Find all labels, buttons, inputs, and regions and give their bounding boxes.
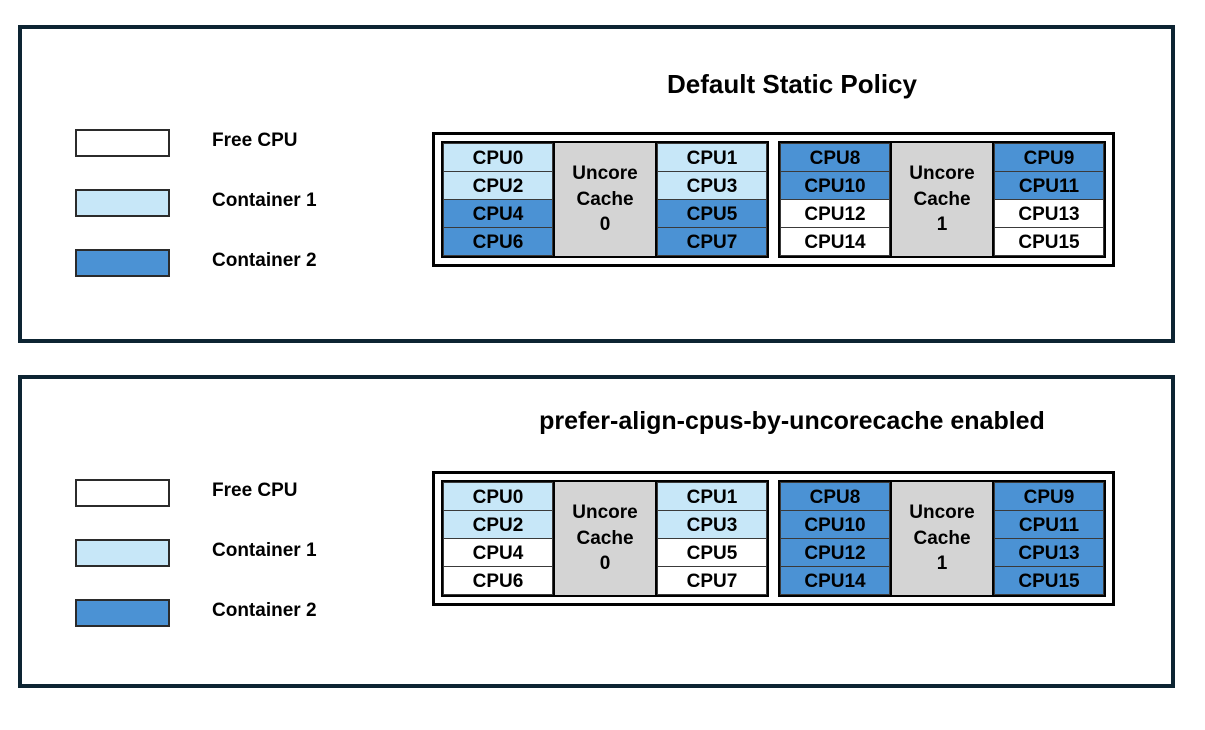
socket-uncore-cache-0: CPU0 CPU2 CPU4 CPU6 Uncore Cache 0 CPU1 … (441, 141, 769, 258)
cpu-cell: CPU0 (443, 143, 553, 172)
uncore-cache-line-2: Cache (913, 527, 971, 549)
legend-label-container-1: Container 1 (212, 190, 317, 211)
legend-swatch-free-cpu (75, 479, 170, 507)
cpu-cell: CPU8 (780, 143, 890, 172)
cpu-cell: CPU3 (657, 510, 767, 539)
uncore-cache-id: 1 (936, 553, 948, 575)
cpu-column-right: CPU1 CPU3 CPU5 CPU7 (657, 482, 767, 595)
cpu-cell: CPU9 (994, 482, 1104, 511)
cpu-cell: CPU13 (994, 538, 1104, 567)
uncore-cache-id: 0 (599, 553, 611, 575)
cpu-cell: CPU11 (994, 510, 1104, 539)
cpu-cell: CPU1 (657, 482, 767, 511)
cpu-cell: CPU7 (657, 566, 767, 595)
page-title: Default Static Policy (667, 69, 917, 99)
diagram-panel-default-static-policy: Default Static Policy Free CPU Container… (18, 25, 1175, 343)
cpu-cell: CPU9 (994, 143, 1104, 172)
legend-label-container-2: Container 2 (212, 250, 317, 271)
cpu-cell: CPU5 (657, 199, 767, 228)
cpu-cell: CPU2 (443, 510, 553, 539)
legend-swatch-container-1 (75, 189, 170, 217)
cpu-column-left: CPU8 CPU10 CPU12 CPU14 (780, 482, 890, 595)
cpu-cell: CPU15 (994, 227, 1104, 256)
cpu-cell: CPU5 (657, 538, 767, 567)
cpu-column-left: CPU8 CPU10 CPU12 CPU14 (780, 143, 890, 256)
cpu-topology-diagram: CPU0 CPU2 CPU4 CPU6 Uncore Cache 0 CPU1 … (432, 471, 1115, 606)
socket-uncore-cache-1: CPU8 CPU10 CPU12 CPU14 Uncore Cache 1 CP… (778, 141, 1106, 258)
cpu-cell: CPU14 (780, 227, 890, 256)
page-title: prefer-align-cpus-by-uncorecache enabled (539, 407, 1045, 435)
legend-label-free-cpu: Free CPU (212, 480, 298, 501)
uncore-cache-block: Uncore Cache 0 (553, 143, 657, 256)
cpu-cell: CPU14 (780, 566, 890, 595)
cpu-column-left: CPU0 CPU2 CPU4 CPU6 (443, 143, 553, 256)
cpu-column-right: CPU9 CPU11 CPU13 CPU15 (994, 482, 1104, 595)
cpu-cell: CPU6 (443, 227, 553, 256)
cpu-column-right: CPU9 CPU11 CPU13 CPU15 (994, 143, 1104, 256)
legend-swatch-container-2 (75, 599, 170, 627)
uncore-cache-id: 1 (936, 214, 948, 236)
cpu-cell: CPU4 (443, 538, 553, 567)
cpu-cell: CPU6 (443, 566, 553, 595)
legend-swatch-free-cpu (75, 129, 170, 157)
socket-uncore-cache-1: CPU8 CPU10 CPU12 CPU14 Uncore Cache 1 CP… (778, 480, 1106, 597)
uncore-cache-block: Uncore Cache 1 (890, 143, 994, 256)
cpu-cell: CPU13 (994, 199, 1104, 228)
cpu-cell: CPU7 (657, 227, 767, 256)
cpu-column-right: CPU1 CPU3 CPU5 CPU7 (657, 143, 767, 256)
uncore-cache-line-2: Cache (576, 527, 634, 549)
cpu-cell: CPU0 (443, 482, 553, 511)
cpu-cell: CPU10 (780, 510, 890, 539)
uncore-cache-line-1: Uncore (572, 502, 638, 524)
legend-swatch-container-2 (75, 249, 170, 277)
cpu-column-left: CPU0 CPU2 CPU4 CPU6 (443, 482, 553, 595)
cpu-cell: CPU8 (780, 482, 890, 511)
diagram-panel-prefer-align-cpus-by-uncorecache: prefer-align-cpus-by-uncorecache enabled… (18, 375, 1175, 688)
cpu-cell: CPU2 (443, 171, 553, 200)
uncore-cache-line-2: Cache (576, 188, 634, 210)
legend-label-free-cpu: Free CPU (212, 130, 298, 151)
legend-label-container-2: Container 2 (212, 600, 317, 621)
uncore-cache-line-1: Uncore (909, 502, 975, 524)
cpu-cell: CPU15 (994, 566, 1104, 595)
uncore-cache-id: 0 (599, 214, 611, 236)
uncore-cache-line-1: Uncore (909, 163, 975, 185)
cpu-cell: CPU11 (994, 171, 1104, 200)
cpu-cell: CPU4 (443, 199, 553, 228)
cpu-cell: CPU1 (657, 143, 767, 172)
uncore-cache-line-2: Cache (913, 188, 971, 210)
cpu-cell: CPU10 (780, 171, 890, 200)
uncore-cache-block: Uncore Cache 1 (890, 482, 994, 595)
cpu-topology-diagram: CPU0 CPU2 CPU4 CPU6 Uncore Cache 0 CPU1 … (432, 132, 1115, 267)
cpu-cell: CPU3 (657, 171, 767, 200)
cpu-cell: CPU12 (780, 199, 890, 228)
uncore-cache-line-1: Uncore (572, 163, 638, 185)
socket-uncore-cache-0: CPU0 CPU2 CPU4 CPU6 Uncore Cache 0 CPU1 … (441, 480, 769, 597)
cpu-cell: CPU12 (780, 538, 890, 567)
uncore-cache-block: Uncore Cache 0 (553, 482, 657, 595)
legend-label-container-1: Container 1 (212, 540, 317, 561)
legend-swatch-container-1 (75, 539, 170, 567)
